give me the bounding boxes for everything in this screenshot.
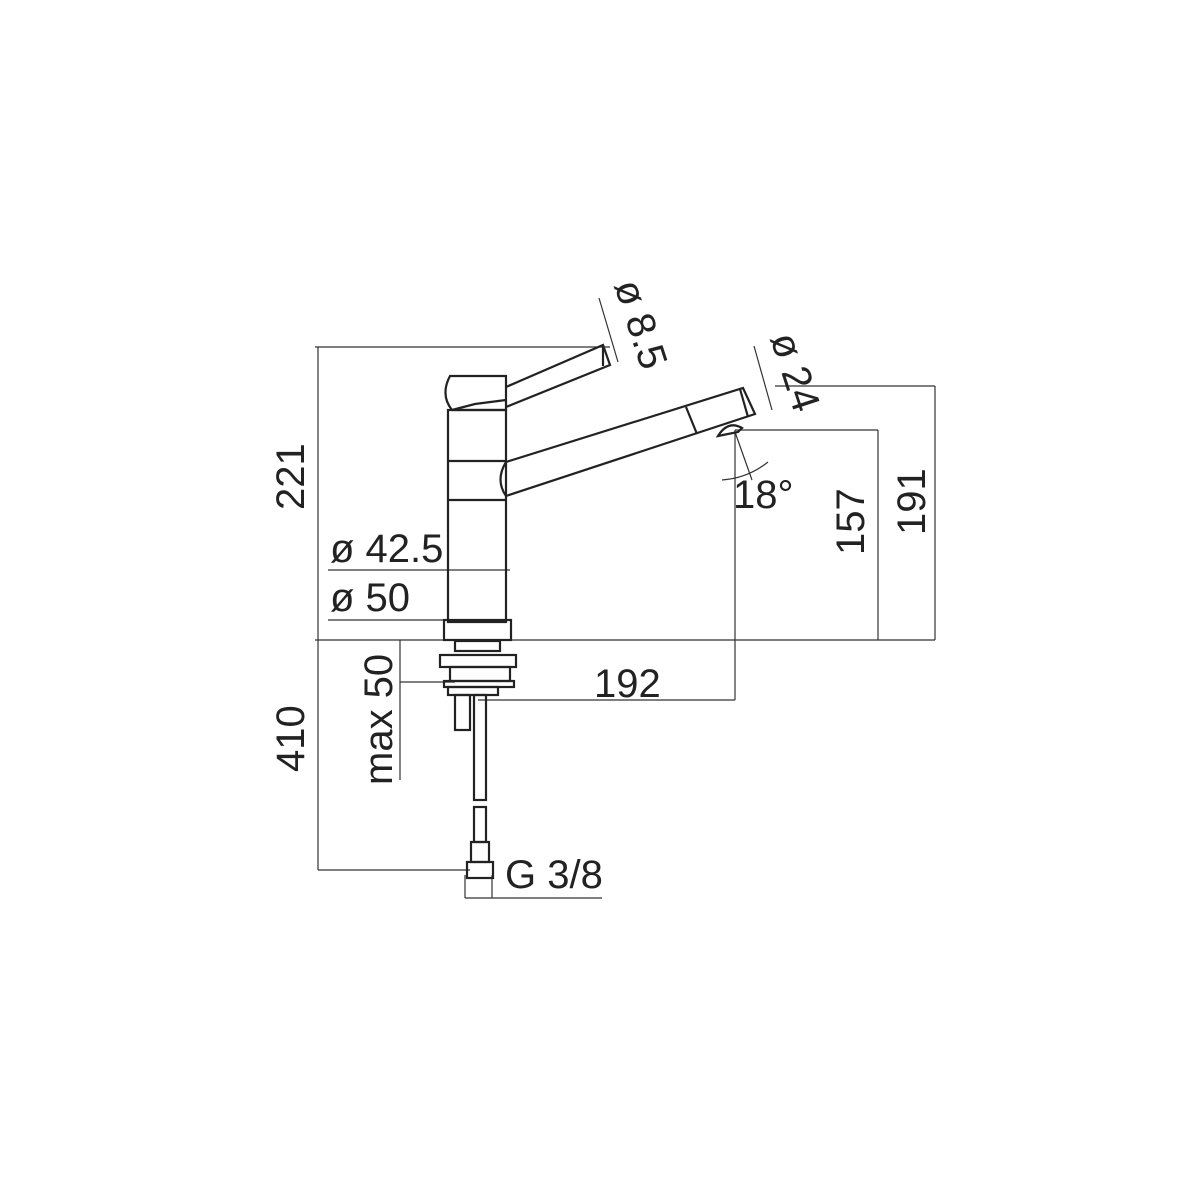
label-spout-top-height: 191 bbox=[890, 468, 934, 535]
label-height-total: 221 bbox=[269, 443, 313, 510]
label-spout-diameter: ø 24 bbox=[761, 327, 828, 417]
label-body-diameter: ø 42.5 bbox=[330, 527, 443, 571]
label-max-deck-thickness: max 50 bbox=[357, 654, 401, 785]
label-spout-outlet-height: 157 bbox=[829, 488, 873, 555]
faucet-body bbox=[438, 343, 757, 880]
label-spout-reach: 192 bbox=[594, 662, 661, 706]
label-hose-length: 410 bbox=[269, 705, 313, 772]
label-lever-diameter: ø 8.5 bbox=[605, 274, 675, 374]
label-base-diameter: ø 50 bbox=[330, 576, 410, 620]
label-spout-angle: 18° bbox=[733, 473, 794, 517]
label-connection-thread: G 3/8 bbox=[505, 853, 603, 897]
